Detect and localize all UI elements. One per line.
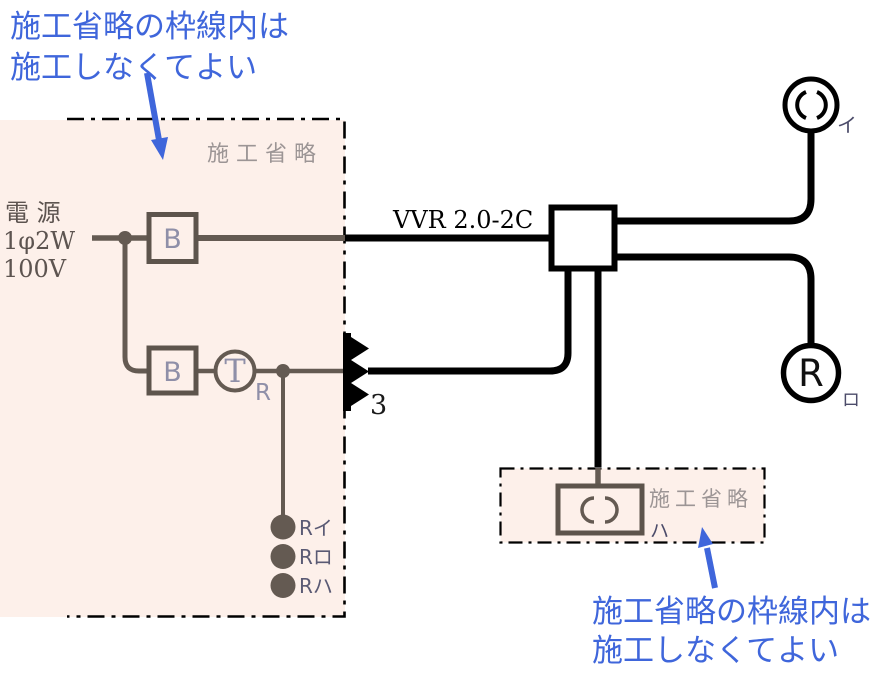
relay-contact-dot-2 — [270, 544, 296, 569]
junction-dot-1 — [118, 231, 132, 245]
relay-contact-label-1: Rイ — [299, 516, 333, 540]
connector-count-label: 3 — [370, 390, 387, 421]
relay-contact-label-2: Rロ — [299, 545, 333, 569]
breaker-1-letter: B — [163, 224, 182, 255]
timer-symbol: T R — [213, 349, 271, 406]
wire-box-to-connector — [368, 269, 572, 375]
connector-triangle-2 — [351, 360, 369, 383]
connector-bar — [343, 333, 351, 411]
lamp-r-symbol: R — [780, 342, 842, 404]
annotation-bottom: 施工省略の枠線内は 施工しなくてよい — [592, 527, 871, 669]
cable-type-label: VVR 2.0-2C — [392, 206, 533, 234]
lamp-ha-label: ハ — [650, 520, 669, 542]
relay-contact-label-3: Rハ — [299, 574, 333, 598]
relay-contact-dot-1 — [270, 514, 296, 540]
lamp-r-letter: R — [798, 352, 824, 395]
wire-to-lamp-r — [615, 253, 815, 346]
junction-box-symbol — [548, 204, 618, 272]
lamp-ha-arc-left — [580, 496, 595, 524]
connector-triangles-icon — [343, 333, 369, 411]
breaker-1-box — [146, 212, 199, 264]
breaker-1-symbol: B — [146, 212, 199, 264]
timer-subscript: R — [255, 380, 271, 406]
lamp-r-label: ロ — [842, 390, 860, 411]
annotation-top-arrowhead — [151, 137, 168, 160]
breaker-2-box — [146, 345, 199, 396]
power-source-line3: 100V — [3, 255, 67, 283]
power-source-line2: 1φ2W — [3, 227, 75, 255]
timer-circle — [213, 349, 257, 393]
annotation-bottom-line1: 施工省略の枠線内は — [592, 594, 871, 630]
lamp-ha-arc-right — [604, 496, 619, 524]
annotation-bottom-line2: 施工しなくてよい — [592, 633, 839, 669]
main-omission-label: 施工省略 — [207, 142, 323, 167]
timer-letter: T — [224, 352, 246, 390]
power-source-line1: 電 源 — [5, 199, 61, 227]
lamp-i-arc-left — [795, 90, 807, 120]
junction-dot-2 — [276, 364, 290, 378]
annotation-bottom-arrowhead — [698, 527, 713, 548]
lamp-ha-box — [555, 483, 645, 536]
sub-omission-label: 施工省略 — [649, 487, 753, 511]
lamp-receptacle-ha-symbol — [555, 483, 645, 536]
wire-to-lamp-i — [615, 131, 815, 225]
annotation-bottom-arrow-line — [704, 547, 718, 589]
lamp-receptacle-i-symbol — [782, 76, 840, 134]
power-source-label: 電 源 1φ2W 100V — [3, 199, 75, 283]
annotation-top-line1: 施工省略の枠線内は — [10, 9, 289, 45]
wire-branch-down — [122, 238, 149, 374]
annotation-top-arrow-line — [144, 72, 162, 141]
connector-triangle-1 — [351, 337, 369, 360]
annotation-top: 施工省略の枠線内は 施工しなくてよい — [10, 9, 289, 160]
connector-triangle-3 — [351, 383, 369, 406]
lamp-i-label: イ — [837, 113, 857, 137]
relay-contact-dot-3 — [270, 573, 296, 598]
breaker-2-symbol: B — [146, 345, 199, 396]
annotation-top-line2: 施工しなくてよい — [10, 50, 257, 86]
lamp-r-circle — [780, 342, 842, 404]
lamp-i-circle — [782, 76, 840, 134]
breaker-2-letter: B — [163, 357, 182, 388]
lamp-i-arc-right — [816, 90, 828, 120]
